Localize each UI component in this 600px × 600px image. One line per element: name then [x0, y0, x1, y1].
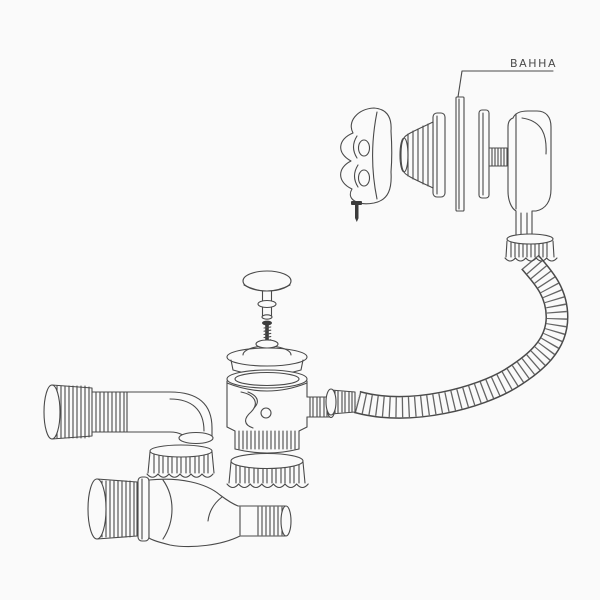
overflow-nut — [504, 233, 558, 262]
outlet-elbow — [148, 478, 292, 548]
bathtub-label: ВАННА — [510, 57, 557, 70]
drain-plug — [242, 270, 292, 320]
tub-wall-panel — [455, 96, 465, 212]
outlet-assembly — [87, 476, 292, 548]
leader-line — [457, 70, 554, 98]
siphon-elbow-nut — [146, 444, 215, 478]
overflow-handle — [340, 107, 393, 205]
overflow-cluster — [340, 96, 558, 262]
drain-body — [226, 369, 336, 454]
hose-nut — [325, 388, 356, 416]
overflow-flange — [478, 109, 508, 199]
outlet-flange — [137, 476, 150, 542]
siphon-elbow — [169, 391, 214, 445]
overflow-elbow — [507, 110, 552, 236]
handle-screw — [351, 201, 362, 222]
drain-nut — [226, 452, 309, 489]
siphon-inlet-pipe — [91, 391, 171, 433]
flexible-hose — [353, 254, 569, 419]
plug-screw — [262, 320, 272, 342]
drain-stack — [226, 270, 336, 489]
outlet-nut — [87, 478, 138, 540]
bathtub-annotation: ВАННА — [457, 57, 557, 98]
overflow-gasket — [399, 112, 446, 198]
siphon-inlet-nut — [43, 384, 93, 440]
siphon-inlet-assembly — [43, 384, 215, 478]
drain-strainer — [226, 339, 308, 376]
